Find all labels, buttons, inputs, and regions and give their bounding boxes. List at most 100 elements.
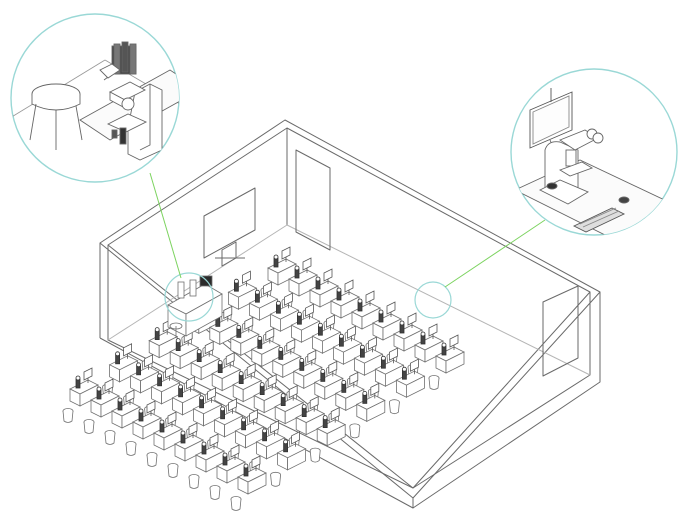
side-door <box>542 285 579 377</box>
student-workstation <box>125 400 162 456</box>
microscope-eyepiece <box>320 368 326 374</box>
stool-body <box>125 443 137 456</box>
desk-monitor <box>223 305 233 320</box>
desk-monitor <box>83 367 93 381</box>
desk-monitor <box>307 349 317 364</box>
microscope-eyepiece <box>220 406 226 412</box>
teacher-detail-callout <box>10 13 180 183</box>
desk-monitor <box>125 389 135 403</box>
desk-monitor <box>146 400 156 414</box>
student-detail-callout <box>510 68 678 236</box>
desk-monitor <box>283 292 293 306</box>
microscope-eyepiece <box>420 331 426 337</box>
desk-monitor <box>365 290 375 304</box>
room-outline <box>99 119 601 509</box>
microscope-eyepiece <box>336 287 342 293</box>
stool-body <box>270 474 281 487</box>
desk-monitor <box>304 303 314 317</box>
teacher-monitor <box>199 275 213 287</box>
student-workstation <box>428 334 465 390</box>
microscope-eyepiece <box>280 393 286 399</box>
desk-monitor <box>386 301 396 315</box>
microscope-eyepiece <box>357 298 363 304</box>
desk-monitor <box>207 387 217 401</box>
projection-board <box>203 187 256 259</box>
student-workstation <box>230 455 267 511</box>
microscope-eyepiece <box>301 404 307 410</box>
microscope-eyepiece <box>401 366 407 372</box>
student-workstation <box>388 358 426 415</box>
microscope-eyepiece <box>138 408 144 414</box>
stool-body <box>230 498 242 511</box>
desk-side <box>366 399 386 423</box>
stool-body <box>188 476 200 489</box>
desk-monitor <box>325 314 335 328</box>
desk-monitor <box>167 411 177 425</box>
desk-monitor <box>251 455 261 469</box>
desk-monitor <box>344 279 354 293</box>
microscope-eyepiece <box>233 278 239 284</box>
floor-back-right <box>286 224 591 376</box>
stool-body <box>428 377 440 390</box>
desk-monitor <box>186 376 196 390</box>
desk-monitor <box>225 351 235 366</box>
desk-monitor <box>407 312 417 326</box>
microscope-eyepiece <box>154 327 160 333</box>
desk-monitor <box>330 406 340 421</box>
microscope-eyepiece <box>243 463 249 469</box>
student-workstation <box>260 246 297 302</box>
desk-side <box>287 448 307 471</box>
desk-monitor <box>104 378 114 392</box>
desk-side <box>405 375 425 398</box>
microscope-eyepiece <box>322 415 328 421</box>
stool-body <box>104 432 116 445</box>
student-workstation <box>207 398 244 454</box>
microscope-eyepiece <box>241 417 247 423</box>
microscope-eyepiece <box>359 344 365 350</box>
microscope-eyepiece <box>159 419 165 425</box>
student-workstation <box>167 422 204 478</box>
desk-monitor <box>267 373 277 388</box>
desk-monitor <box>388 347 398 361</box>
microscope-eyepiece <box>317 322 323 328</box>
desk-monitor <box>165 365 175 379</box>
stool-body <box>62 410 74 423</box>
microscope-eyepiece <box>275 300 281 306</box>
microscope-eyepiece <box>238 371 244 377</box>
desk-monitor <box>262 281 272 295</box>
microscope-eyepiece <box>75 375 81 381</box>
desk-monitor <box>144 354 154 368</box>
microscope-eyepiece <box>257 335 263 341</box>
desk-monitor <box>230 444 240 458</box>
microscope-eyepiece <box>178 384 184 390</box>
microscope-eyepiece <box>196 349 202 355</box>
microscope-eyepiece <box>157 373 163 379</box>
desk-monitor <box>209 433 219 447</box>
microscope-eyepiece <box>254 289 260 295</box>
microscope-eyepiece <box>201 441 207 447</box>
back-door <box>295 149 331 251</box>
desk-monitor <box>265 327 275 342</box>
desk-monitor <box>286 338 296 353</box>
desk-monitor <box>188 422 198 436</box>
stool-body <box>167 465 179 478</box>
microscope-eyepiece <box>199 395 205 401</box>
desk-monitor <box>249 409 259 423</box>
desk-monitor <box>241 270 251 284</box>
desk-side <box>445 351 465 374</box>
desk-monitor <box>270 420 280 434</box>
microscope-eyepiece <box>222 452 228 458</box>
microscope-eyepiece <box>283 439 289 445</box>
microscope-eyepiece <box>117 397 123 403</box>
microscope-eyepiece <box>180 430 186 436</box>
desk-monitor <box>367 336 377 350</box>
microscope-eyepiece <box>378 309 384 315</box>
desk-monitor <box>409 358 419 372</box>
microscope-eyepiece <box>296 311 302 317</box>
desk-monitor <box>328 360 338 375</box>
desk-monitor <box>281 246 291 260</box>
desk-monitor <box>449 334 459 348</box>
desk-side <box>247 472 267 495</box>
desk-monitor <box>204 340 214 355</box>
